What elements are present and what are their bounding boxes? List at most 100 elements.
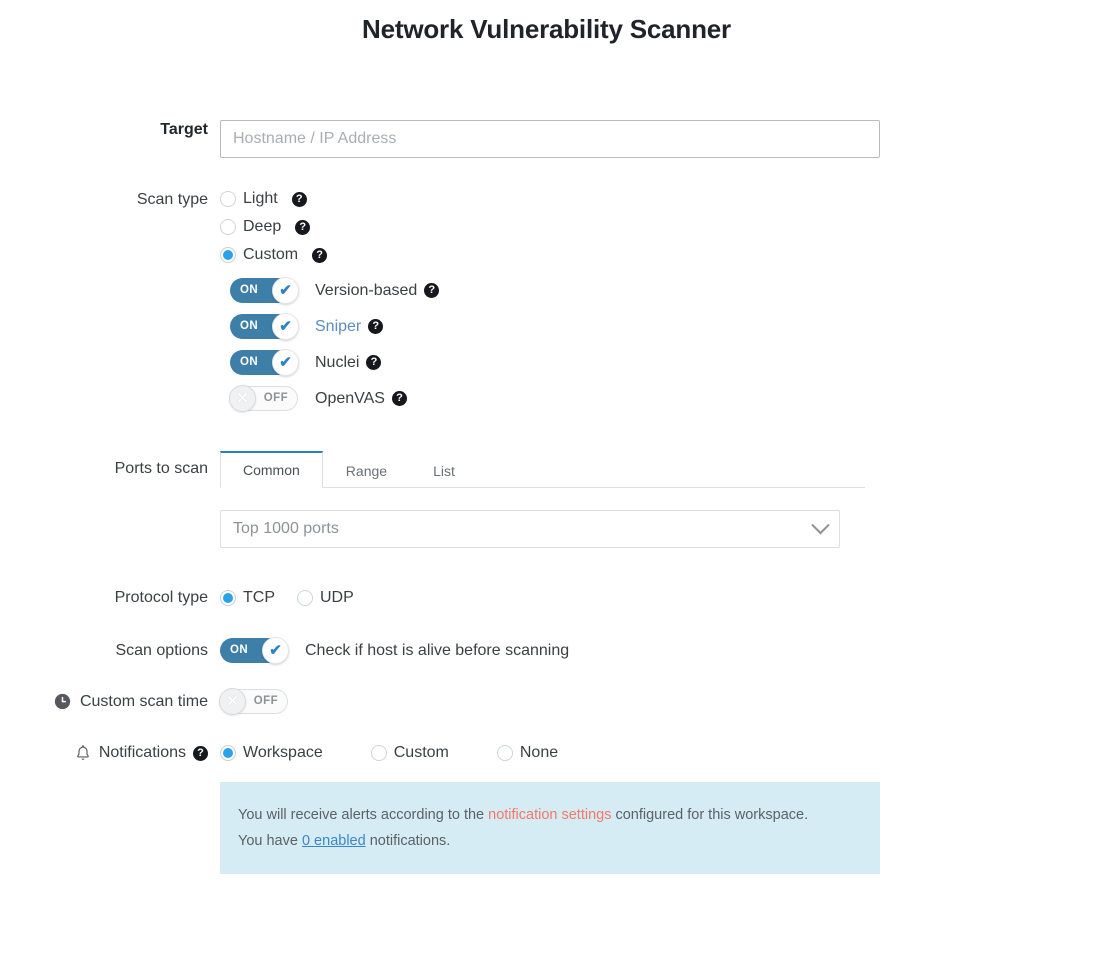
notifications-option-custom[interactable]: Custom: [370, 744, 449, 762]
tab-list[interactable]: List: [433, 463, 455, 479]
scan-options-field-col: ON ✔ Check if host is alive before scann…: [220, 637, 1093, 664]
check-icon: ✔: [269, 642, 282, 659]
notifications-row: Notifications ? Workspace Custom None: [0, 744, 1093, 762]
info-line-2: You have 0 enabled notifications.: [238, 828, 862, 854]
engine-row-nuclei: ON ✔ Nuclei ?: [230, 349, 1093, 376]
page-title: Network Vulnerability Scanner: [362, 14, 731, 44]
help-icon[interactable]: ?: [295, 219, 311, 235]
ports-select[interactable]: Top 1000 ports: [220, 510, 840, 548]
toggle-knob: ✔: [272, 313, 299, 340]
custom-scan-time-row: Custom scan time OFF ✕: [0, 688, 1093, 715]
enabled-notifications-link[interactable]: 0 enabled: [301, 833, 366, 849]
tab-range[interactable]: Range: [345, 463, 388, 479]
info-line-2-text-before: You have: [238, 833, 302, 849]
toggle-version-based[interactable]: ON ✔: [230, 277, 299, 304]
ports-select-value: Top 1000 ports: [233, 520, 339, 537]
help-icon[interactable]: ?: [291, 191, 307, 207]
scan-type-row: Scan type Light ? Deep ? C: [0, 190, 1093, 412]
scan-type-label: Scan type: [136, 191, 208, 208]
notifications-info-row: You will receive alerts according to the…: [0, 782, 1093, 874]
toggle-state-text: OFF: [253, 695, 278, 707]
scan-form: Target Scan type Light ? Deep: [0, 120, 1093, 874]
engine-label-sniper[interactable]: Sniper: [315, 317, 362, 335]
help-icon[interactable]: ?: [424, 283, 440, 298]
scan-options-description: Check if host is alive before scanning: [305, 641, 570, 659]
scan-type-option-label: Deep: [243, 218, 282, 235]
engine-row-openvas: OFF ✕ OpenVAS ?: [229, 385, 1093, 412]
ports-tab-strip: Common Range List: [220, 447, 865, 488]
info-line-2-text-after: notifications.: [365, 833, 451, 849]
protocol-option-tcp[interactable]: TCP: [220, 589, 275, 607]
engine-row-sniper: ON ✔ Sniper ?: [230, 313, 1093, 340]
toggle-state-text: ON: [240, 356, 259, 368]
ports-select-wrap: Top 1000 ports: [220, 510, 840, 548]
toggle-state-text: OFF: [263, 392, 288, 404]
toggle-knob: ✕: [229, 385, 256, 412]
scan-type-field-col: Light ? Deep ? Custom ?: [220, 190, 1093, 412]
bell-icon: [75, 744, 91, 762]
radio-dot[interactable]: [370, 745, 387, 761]
close-icon: ✕: [236, 390, 249, 407]
radio-dot-selected[interactable]: [220, 745, 236, 761]
engine-label-openvas: OpenVAS: [315, 389, 385, 407]
notifications-option-label: Workspace: [243, 744, 323, 761]
scan-type-option-custom[interactable]: Custom ?: [220, 246, 1093, 264]
notifications-option-workspace[interactable]: Workspace: [220, 744, 323, 762]
target-field-col: [220, 120, 1093, 158]
ports-field-col: Common Range List Top 1000 ports: [220, 447, 1093, 548]
help-icon[interactable]: ?: [193, 745, 208, 761]
target-label: Target: [160, 121, 208, 138]
toggle-state-text: ON: [230, 644, 249, 656]
notifications-option-label: Custom: [393, 744, 449, 761]
scan-type-option-light[interactable]: Light ?: [220, 190, 1093, 208]
help-icon[interactable]: ?: [368, 319, 384, 334]
scan-options-row: Scan options ON ✔ Check if host is alive…: [0, 637, 1093, 664]
scan-type-option-label: Light: [243, 190, 278, 207]
notifications-option-label: None: [519, 744, 559, 761]
close-icon: ✕: [226, 693, 239, 710]
radio-dot[interactable]: [297, 590, 313, 606]
protocol-field-col: TCP UDP: [220, 589, 1093, 607]
toggle-custom-scan-time[interactable]: OFF ✕: [219, 688, 288, 715]
notifications-label-group: Notifications ?: [0, 744, 220, 762]
protocol-row: Protocol type TCP UDP: [0, 588, 1093, 608]
toggle-sniper[interactable]: ON ✔: [230, 313, 299, 340]
chevron-down-icon[interactable]: [811, 515, 830, 534]
radio-dot[interactable]: [220, 191, 236, 207]
radio-dot-selected[interactable]: [220, 590, 236, 606]
protocol-option-label: UDP: [320, 589, 354, 606]
info-field-col: You will receive alerts according to the…: [220, 782, 1093, 874]
info-line-1-text-before: You will receive alerts according to the: [238, 807, 489, 823]
clock-icon: [54, 693, 71, 710]
notification-settings-link[interactable]: notification settings: [488, 807, 612, 823]
custom-scan-time-label-group: Custom scan time: [0, 693, 220, 711]
tab-common[interactable]: Common: [220, 451, 323, 488]
toggle-state-text: ON: [240, 284, 259, 296]
info-line-1-text-after: configured for this workspace.: [611, 807, 809, 823]
scan-type-option-label: Custom: [243, 246, 299, 263]
target-input[interactable]: [220, 120, 880, 158]
radio-dot[interactable]: [220, 219, 236, 235]
help-icon[interactable]: ?: [391, 391, 407, 406]
toggle-openvas[interactable]: OFF ✕: [229, 385, 298, 412]
notifications-option-none[interactable]: None: [496, 744, 559, 762]
radio-dot-selected[interactable]: [220, 247, 236, 263]
protocol-option-label: TCP: [243, 589, 275, 606]
check-icon: ✔: [279, 318, 292, 335]
custom-engine-list: ON ✔ Version-based ? ON ✔ Sniper: [229, 277, 1093, 412]
toggle-knob: ✔: [272, 349, 299, 376]
scan-type-option-deep[interactable]: Deep ?: [220, 218, 1093, 236]
help-icon[interactable]: ?: [366, 355, 382, 370]
toggle-nuclei[interactable]: ON ✔: [230, 349, 299, 376]
help-icon[interactable]: ?: [312, 247, 328, 263]
toggle-host-alive[interactable]: ON ✔: [220, 637, 289, 664]
protocol-option-udp[interactable]: UDP: [297, 589, 354, 607]
toggle-knob: ✔: [272, 277, 299, 304]
toggle-knob: ✕: [219, 688, 246, 715]
check-icon: ✔: [279, 282, 292, 299]
radio-dot[interactable]: [496, 745, 513, 761]
toggle-state-text: ON: [240, 320, 259, 332]
info-line-1: You will receive alerts according to the…: [238, 802, 862, 828]
ports-label: Ports to scan: [114, 460, 208, 477]
